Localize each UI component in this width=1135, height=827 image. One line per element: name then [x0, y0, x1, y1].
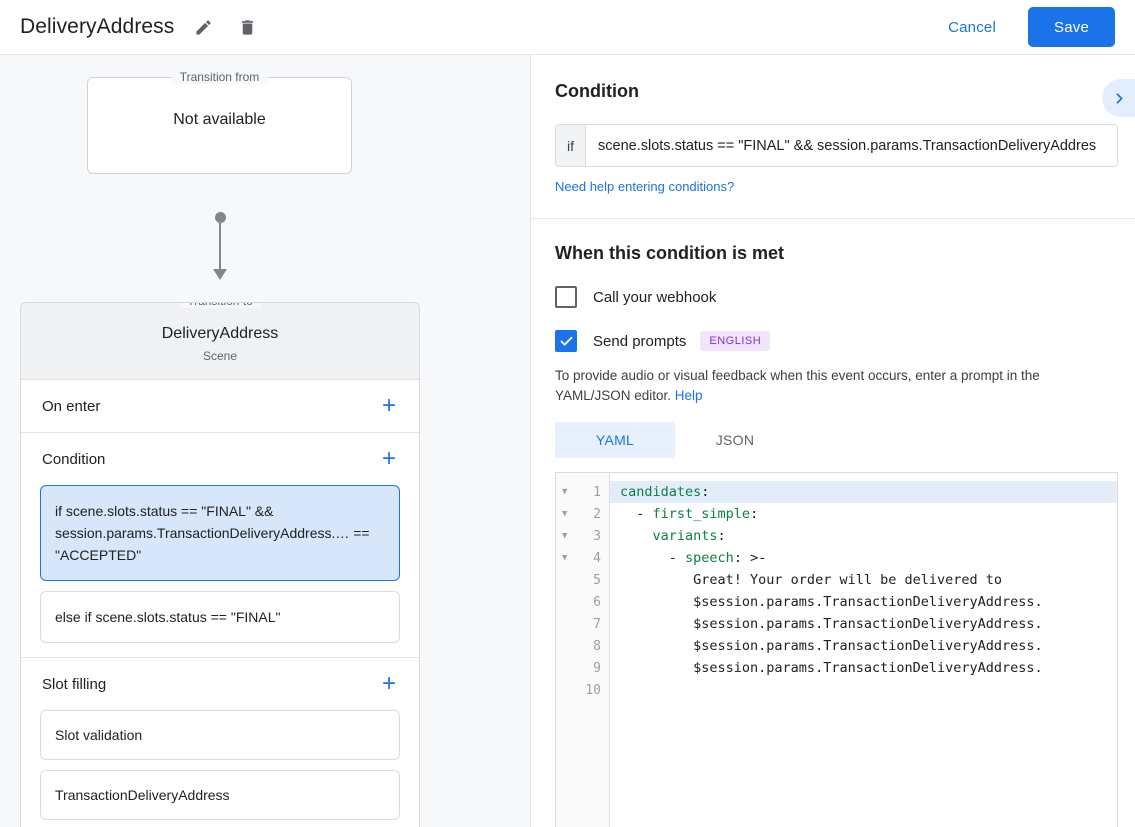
section-on-enter: On enter +	[21, 380, 419, 433]
pencil-icon[interactable]	[188, 12, 218, 42]
cancel-button[interactable]: Cancel	[932, 11, 1012, 44]
transition-from-box[interactable]: Transition from Not available	[87, 70, 352, 174]
code-editor[interactable]: ▼1▼2▼3▼4 5 6 7 8 9 10 candidates: - first_simp…	[555, 472, 1118, 827]
editor-line-number: 6	[593, 594, 601, 610]
transition-graph: Transition from Not available	[0, 55, 529, 280]
fold-arrow-icon[interactable]: ▼	[562, 531, 568, 541]
editor-line-number: ▼2	[556, 503, 609, 525]
section-condition-title: Condition	[42, 450, 106, 468]
language-badge: ENGLISH	[700, 331, 771, 351]
editor-code-line[interactable]	[610, 679, 1117, 701]
transition-from-value: Not available	[173, 111, 266, 128]
webhook-row[interactable]: Call your webhook	[555, 286, 1111, 308]
send-prompts-checkbox[interactable]	[555, 330, 577, 352]
editor-line-number: 5	[593, 572, 601, 588]
prompts-help-link[interactable]: Help	[674, 388, 703, 403]
check-icon	[560, 336, 572, 346]
when-condition-met-heading: When this condition is met	[555, 243, 784, 263]
editor-line-number: ▼4	[556, 547, 609, 569]
editor-line-number: ▼3	[556, 525, 609, 547]
transition-from-legend: Transition from	[171, 70, 268, 84]
condition-input-row: if	[555, 124, 1118, 167]
fold-arrow-icon[interactable]: ▼	[562, 509, 568, 519]
tab-json[interactable]: JSON	[715, 432, 755, 448]
condition-help-link[interactable]: Need help entering conditions?	[555, 179, 735, 194]
transition-to-card: Transition to DeliveryAddress Scene On e…	[20, 302, 420, 827]
condition-list-item[interactable]: if scene.slots.status == "FINAL" && sess…	[40, 485, 400, 581]
graph-arrow-head-icon	[213, 269, 227, 280]
right-panel: Condition if Need help entering conditio…	[530, 55, 1135, 827]
slot-filling-list: Slot validation TransactionDeliveryAddre…	[21, 710, 419, 827]
call-webhook-checkbox[interactable]	[555, 286, 577, 308]
graph-arrow-line	[219, 218, 221, 274]
transition-to-type: Scene	[202, 349, 238, 363]
condition-list: if scene.slots.status == "FINAL" && sess…	[21, 485, 419, 657]
section-on-enter-header[interactable]: On enter +	[21, 380, 419, 432]
section-slot-filling-title: Slot filling	[42, 675, 107, 693]
section-condition: Condition + if scene.slots.status == "FI…	[21, 433, 419, 658]
section-on-enter-title: On enter	[42, 397, 101, 415]
if-label: if	[556, 125, 586, 166]
call-webhook-label: Call your webhook	[593, 288, 717, 306]
add-on-enter-icon[interactable]: +	[381, 392, 396, 419]
transition-to-name: DeliveryAddress	[161, 325, 279, 342]
editor-code-line[interactable]: $session.params.TransactionDeliveryAddre…	[620, 660, 1043, 676]
section-slot-filling: Slot filling + Slot validation Transacti…	[21, 658, 419, 827]
graph-node-dot	[215, 212, 226, 223]
editor-code-line[interactable]: - speech: >-	[620, 550, 767, 566]
editor-code-area[interactable]: candidates: - first_simple: variants: - …	[610, 473, 1117, 827]
editor-line-number: ▼1	[556, 481, 609, 503]
trash-icon[interactable]	[232, 12, 262, 42]
fold-arrow-icon[interactable]: ▼	[562, 487, 568, 497]
send-prompts-label: Send prompts	[593, 332, 687, 350]
prompts-note-text: To provide audio or visual feedback when…	[555, 368, 1040, 403]
editor-line-number: 9	[593, 660, 601, 676]
editor-code-line[interactable]: variants:	[652, 528, 726, 544]
section-condition-header[interactable]: Condition +	[21, 433, 419, 485]
tab-yaml[interactable]: YAML	[555, 422, 675, 458]
editor-code-line[interactable]: candidates:	[610, 481, 1117, 503]
top-bar: DeliveryAddress Cancel Save	[0, 0, 1135, 55]
editor-code-line[interactable]: $session.params.TransactionDeliveryAddre…	[620, 616, 1043, 632]
add-slot-filling-icon[interactable]: +	[381, 670, 396, 697]
transition-to-legend: Transition to	[179, 303, 261, 308]
add-condition-icon[interactable]: +	[381, 445, 396, 472]
editor-line-number: 10	[585, 682, 601, 698]
transition-to-header: Transition to DeliveryAddress Scene	[21, 303, 419, 380]
left-panel: Transition from Not available Transition…	[0, 55, 529, 827]
expand-panel-button[interactable]	[1102, 79, 1135, 117]
send-prompts-row[interactable]: Send prompts ENGLISH	[555, 330, 1111, 352]
chevron-right-icon	[1116, 92, 1122, 104]
editor-gutter: ▼1▼2▼3▼4 5 6 7 8 9 10	[556, 473, 610, 827]
condition-list-item[interactable]: else if scene.slots.status == "FINAL"	[40, 591, 400, 643]
list-item[interactable]: Slot validation	[40, 710, 400, 760]
editor-line-number: 8	[593, 638, 601, 654]
condition-editor-section: Condition if Need help entering conditio…	[531, 55, 1135, 219]
condition-heading: Condition	[555, 81, 639, 101]
editor-format-tabs: YAML JSON	[555, 422, 1111, 458]
editor-code-line[interactable]: $session.params.TransactionDeliveryAddre…	[620, 638, 1043, 654]
editor-code-line[interactable]: - first_simple:	[620, 506, 759, 522]
page-title: DeliveryAddress	[20, 15, 175, 38]
when-condition-met-section: When this condition is met Call your web…	[531, 219, 1135, 827]
prompts-note: To provide audio or visual feedback when…	[555, 366, 1111, 406]
editor-code-line[interactable]: Great! Your order will be delivered to	[620, 572, 1003, 588]
section-slot-filling-header[interactable]: Slot filling +	[21, 658, 419, 710]
save-button[interactable]: Save	[1028, 7, 1115, 47]
fold-arrow-icon[interactable]: ▼	[562, 553, 568, 563]
editor-code-line[interactable]: $session.params.TransactionDeliveryAddre…	[620, 594, 1043, 610]
list-item[interactable]: TransactionDeliveryAddress	[40, 770, 400, 820]
editor-line-number: 7	[593, 616, 601, 632]
condition-input[interactable]	[586, 125, 1117, 166]
